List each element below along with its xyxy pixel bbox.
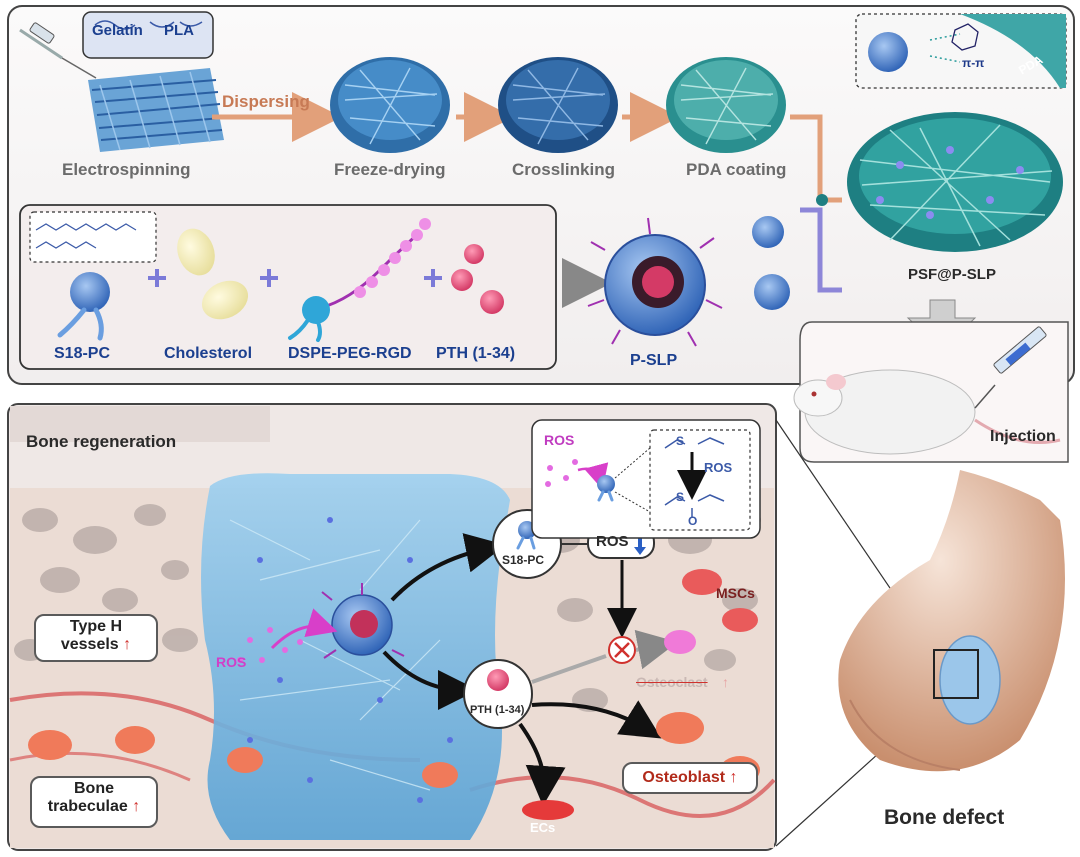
label-ros-inset: ROS xyxy=(544,432,575,448)
label-pth: PTH (1-34) xyxy=(436,345,516,362)
label-ros-inset-arrow: ROS xyxy=(704,460,733,475)
pth-node xyxy=(463,659,533,729)
pda-coated-scaffold xyxy=(666,57,786,153)
label-gelatin: Gelatin xyxy=(92,22,143,39)
arrow-pth-to-osteoblast xyxy=(531,700,662,739)
arrow-pth-to-osteoclast xyxy=(531,654,607,684)
label-ecs: ECs xyxy=(530,820,556,835)
title-band xyxy=(10,406,270,442)
osteoclast-up-arrow-icon: ↑ xyxy=(722,674,729,690)
label-psf-pslp: PSF@P-SLP xyxy=(908,266,996,283)
label-sulfur-top: S xyxy=(676,434,685,448)
freeze-dried-scaffold xyxy=(330,57,450,153)
dspe-peg-rgd-molecule xyxy=(288,218,431,342)
label-injection: Injection xyxy=(990,428,1056,445)
injection-syringe-icon xyxy=(974,326,1047,409)
bone-illustration xyxy=(838,470,1065,772)
bone-trabeculae-badge: Bone trabeculae ↑ xyxy=(30,776,158,828)
arrow-to-s18pc xyxy=(390,533,506,602)
label-pi-pi: π-π xyxy=(962,56,985,70)
scaffold-region xyxy=(201,473,510,840)
label-bone: Bone xyxy=(74,780,114,797)
label-s18pc-node: S18-PC xyxy=(502,553,545,567)
arrow-pda-to-product xyxy=(790,114,842,203)
pda-layer xyxy=(960,14,1066,88)
psf-pslp-scaffold xyxy=(847,112,1063,252)
syringe-icon xyxy=(19,22,97,79)
label-pth-node: PTH (1-34) xyxy=(470,704,525,716)
osteoblast-badge: Osteoblast ↑ xyxy=(622,762,758,794)
label-dspe-peg-rgd: DSPE-PEG-RGD xyxy=(288,345,412,362)
label-pla: PLA xyxy=(164,22,194,39)
crosslinked-scaffold xyxy=(498,57,618,153)
msc-cells xyxy=(682,569,758,632)
label-s18pc: S18-PC xyxy=(54,345,111,362)
trabeculae-up-arrow-icon: ↑ xyxy=(127,797,141,815)
label-ros-down: ROS xyxy=(596,533,629,550)
label-pslp: P-SLP xyxy=(630,352,678,369)
materials-box xyxy=(82,11,214,59)
ec-cells xyxy=(522,800,574,820)
step-electrospinning: Electrospinning xyxy=(62,160,191,179)
trabecular-pores xyxy=(14,504,761,712)
label-type-h: Type H xyxy=(69,618,123,635)
central-liposome xyxy=(321,583,405,659)
label-sulfur-bottom: S xyxy=(676,490,685,504)
cholesterol-molecules xyxy=(177,228,249,320)
step-crosslinking: Crosslinking xyxy=(512,160,615,179)
pth-molecules xyxy=(451,244,504,314)
label-osteoclast: Osteoclast xyxy=(636,674,708,690)
label-vessels: vessels xyxy=(60,635,119,653)
defect-zoom-box xyxy=(933,649,979,699)
pslp-liposome xyxy=(587,217,723,347)
label-trabeculae: trabeculae xyxy=(47,797,128,815)
label-bone-regeneration: Bone regeneration xyxy=(26,432,177,451)
ros-particles xyxy=(237,627,303,663)
mouse-illustration xyxy=(793,369,1061,455)
label-ros-bottom: ROS xyxy=(216,654,247,670)
step-freeze-drying: Freeze-drying xyxy=(334,160,446,179)
arrow-pslp-to-product xyxy=(800,207,842,293)
label-cholesterol: Cholesterol xyxy=(164,345,253,362)
label-bone-defect: Bone defect xyxy=(884,806,1005,829)
osteoclast-cell xyxy=(664,630,696,654)
type-h-vessels-badge: Type H vessels ↑ xyxy=(34,614,158,662)
label-mscs: MSCs xyxy=(716,585,755,601)
osteoblast-up-arrow-icon: ↑ xyxy=(725,769,738,786)
label-dispersing: Dispersing xyxy=(222,92,310,111)
type-h-up-arrow-icon: ↑ xyxy=(118,635,132,653)
arrow-pth-to-ecs xyxy=(518,722,566,806)
label-sulfoxide-o: O xyxy=(688,514,698,528)
label-osteoblast: Osteoblast xyxy=(642,769,726,786)
plus-icons xyxy=(148,269,442,287)
step-pda-coating: PDA coating xyxy=(686,160,787,179)
electrospun-mat xyxy=(88,68,224,152)
scaffold-liposomes xyxy=(247,517,453,803)
small-liposome-2 xyxy=(754,274,790,310)
s18pc-molecule xyxy=(57,272,110,341)
s18pc-structure-inset xyxy=(29,211,157,263)
small-liposome-1 xyxy=(752,216,784,248)
inset-liposome xyxy=(868,32,908,72)
arrow-to-pth xyxy=(382,650,478,710)
ros-arrow xyxy=(270,608,338,650)
